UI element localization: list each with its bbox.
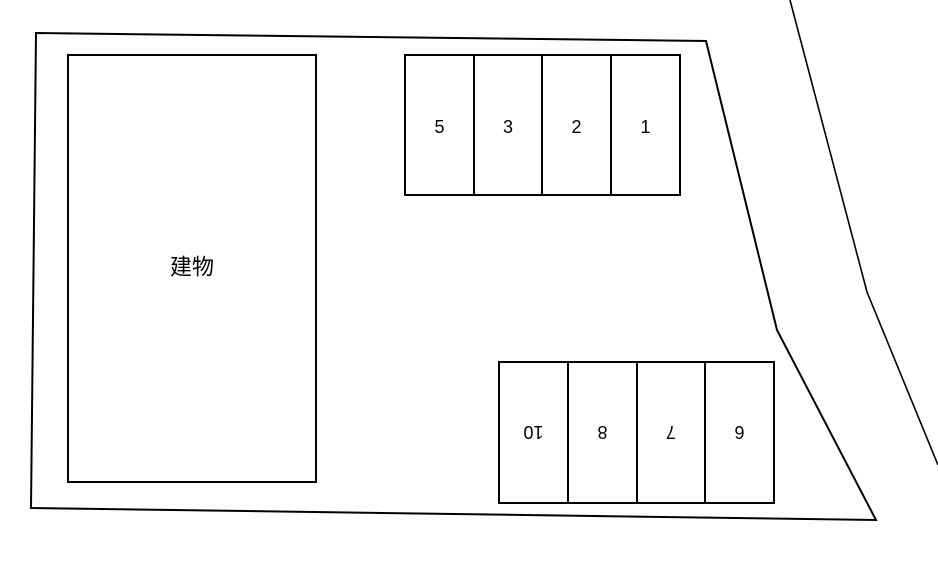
parking-space: 7: [636, 361, 706, 504]
parking-row-top: 5 3 2 1: [404, 54, 681, 196]
parking-space: 1: [610, 54, 681, 196]
road-edge-line: [789, 0, 938, 466]
parking-space-number: 8: [597, 422, 607, 442]
building-outline: [67, 54, 317, 483]
lot-boundary: [29, 31, 878, 522]
parking-space: 2: [541, 54, 612, 196]
parking-space-number: 5: [434, 117, 444, 137]
parking-space: 8: [567, 361, 638, 504]
parking-space-outline: [704, 361, 775, 504]
parking-space: 3: [473, 54, 543, 196]
parking-space: 10: [498, 361, 569, 504]
parking-space-number: 3: [503, 117, 513, 137]
building: 建物: [67, 54, 317, 483]
parking-space: 6: [704, 361, 775, 504]
parking-space-number: 6: [734, 422, 744, 442]
parking-space-number: 10: [523, 422, 543, 442]
parking-space-number: 2: [571, 117, 581, 137]
parking-space-number: 7: [666, 422, 676, 442]
parking-space-outline: [473, 54, 543, 196]
parking-space: 5: [404, 54, 475, 196]
parking-space-number: 1: [640, 117, 650, 137]
building-label: 建物: [170, 256, 214, 281]
parking-row-bottom: 10 8 7 6: [498, 361, 775, 504]
parking-space-outline: [404, 54, 475, 196]
parking-space-outline: [610, 54, 681, 196]
parking-space-outline: [498, 361, 569, 504]
